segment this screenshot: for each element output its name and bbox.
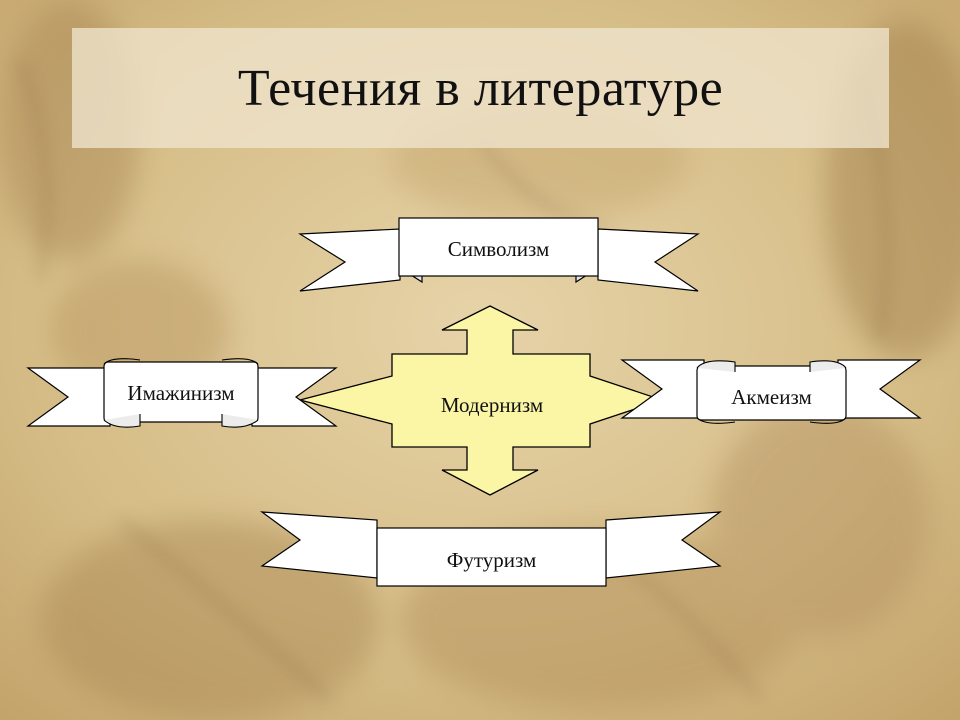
- ribbon-left-curl-right: [221, 414, 259, 428]
- ribbon-label-imaginism: Имажинизм: [127, 380, 235, 405]
- ribbon-left-top-curl-right: [221, 358, 259, 365]
- ribbon-right-left-wing: [620, 359, 705, 419]
- ribbon-label-acmeism: Акмеизм: [731, 384, 812, 409]
- ribbon-left-center: [103, 361, 259, 423]
- ribbon-right-curl-right: [809, 360, 847, 372]
- slide-title: Течения в литературе: [237, 59, 724, 117]
- ribbon-right-curl-left: [696, 360, 736, 372]
- ribbon-bottom-center: [376, 527, 607, 587]
- ribbon-top-center: [398, 217, 599, 277]
- ribbon-right-bottom-curl-right: [809, 417, 847, 424]
- center-label-modernism: Модернизм: [440, 392, 544, 417]
- modernism-cross-arrow: [297, 305, 665, 496]
- ribbon-left-curl-left: [103, 414, 141, 428]
- ribbon-label-symbolism: Символизм: [447, 236, 550, 261]
- ribbon-bottom-left-wing: [259, 511, 378, 579]
- ribbon-left-left-wing: [26, 367, 111, 427]
- ribbon-right-center: [696, 365, 847, 421]
- ribbon-right-bottom-curl-left: [696, 417, 736, 424]
- ribbon-label-futurism: Футуризм: [446, 547, 537, 572]
- ribbon-top-left-wing: [298, 228, 401, 292]
- title-band: [72, 28, 889, 148]
- ribbon-left-top-curl-left: [103, 358, 141, 365]
